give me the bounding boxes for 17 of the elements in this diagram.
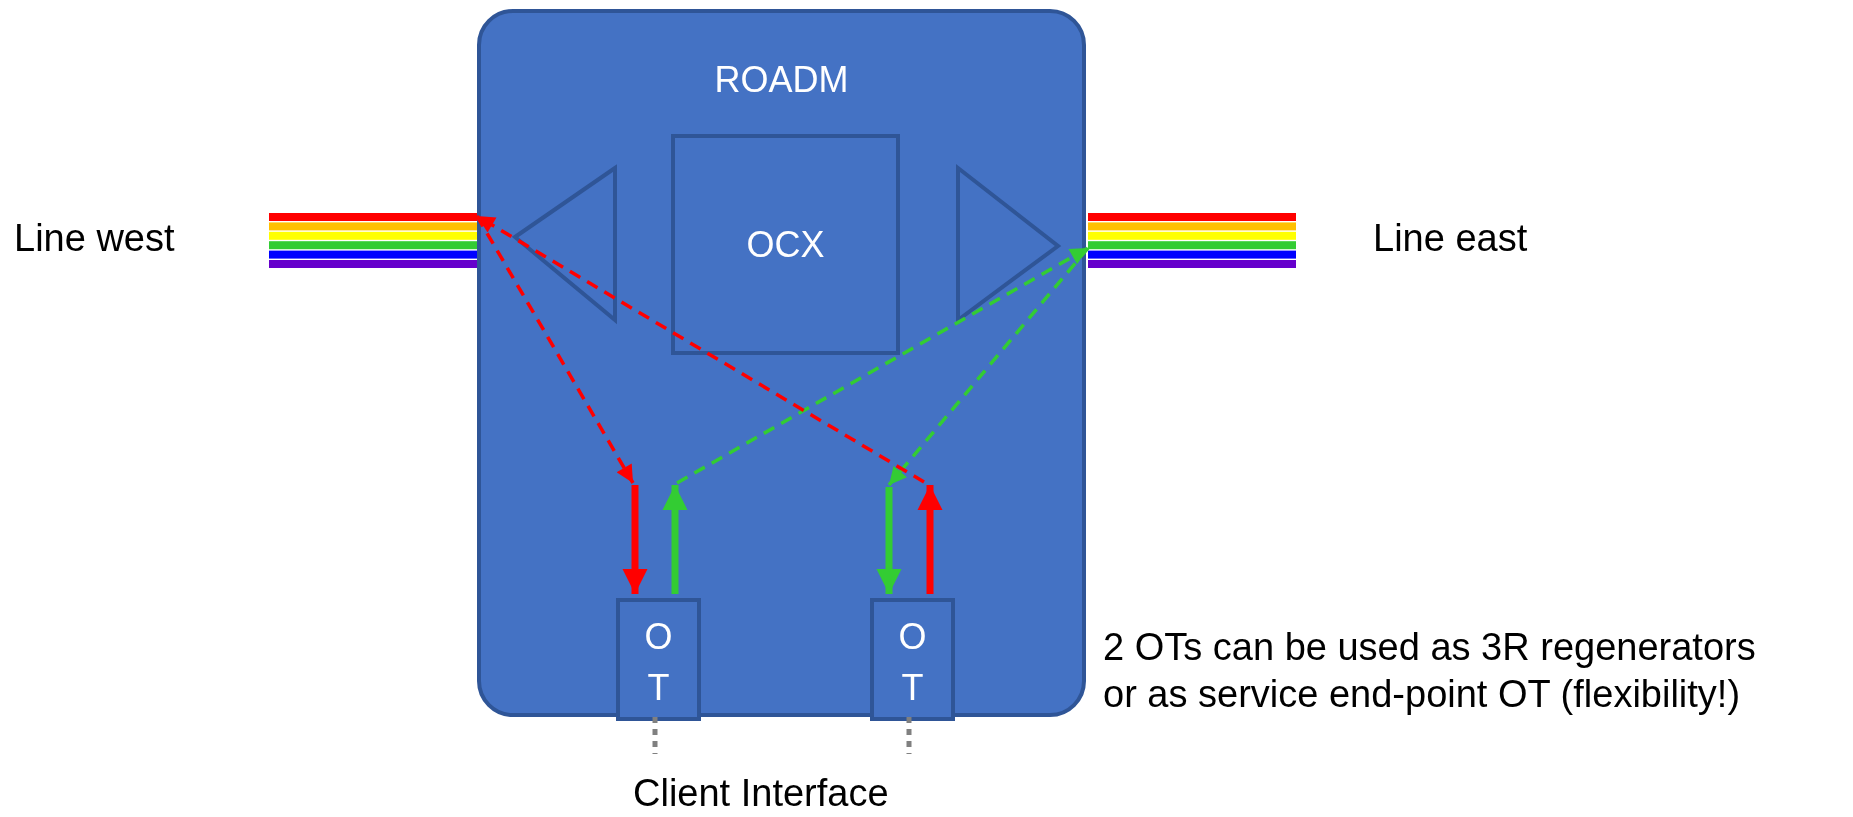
box-title: ROADM: [713, 59, 850, 101]
connector-line: [652, 717, 658, 754]
box-label: OT: [643, 614, 674, 710]
arrow: [887, 246, 1090, 487]
arrow: [676, 246, 1089, 485]
transponder-box: [616, 598, 701, 721]
connector-line: [906, 717, 912, 754]
arrow: [475, 215, 635, 484]
interface-label: Client Interface: [633, 771, 890, 816]
box-label: OT: [897, 614, 928, 710]
process-box: [671, 134, 900, 355]
box-label: OCX: [746, 223, 825, 266]
note-text: 2 OTs can be used as 3R regenerators or as service end-point OT (flexibility!): [1103, 625, 1757, 717]
line-label: Line east: [1373, 217, 1528, 260]
line-label: Line west: [14, 217, 175, 260]
transponder-box: [870, 598, 955, 721]
arrow: [476, 214, 925, 484]
